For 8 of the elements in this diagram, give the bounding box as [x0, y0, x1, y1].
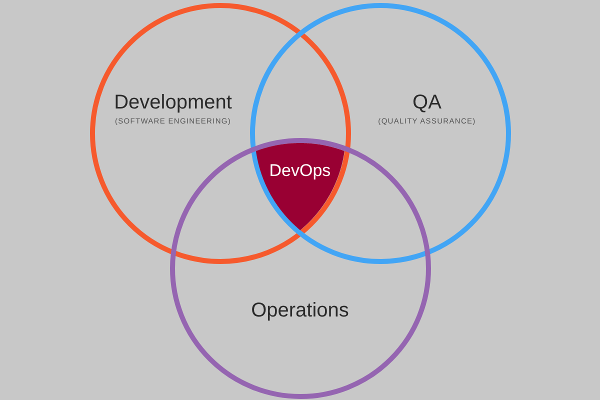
venn-circle — [170, 138, 430, 398]
region-label: DevOps — [269, 161, 331, 181]
circle-label: Operations — [251, 300, 349, 322]
venn-circle — [250, 2, 510, 264]
circle-label: QA — [412, 92, 442, 114]
venn-circle — [90, 2, 350, 264]
circle-label: Development — [114, 92, 232, 114]
intersection-region — [256, 142, 344, 230]
